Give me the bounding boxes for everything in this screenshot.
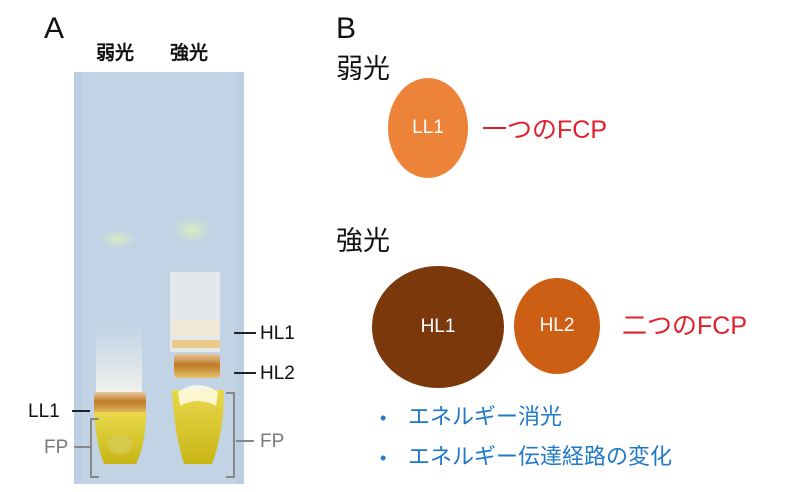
hl1-circle: HL1 [372, 266, 504, 388]
weak-fcp-text: 一つのFCP [482, 116, 608, 144]
gel-image [74, 72, 244, 484]
band-label-fp-right: FP [260, 431, 285, 452]
ll1-circle: LL1 [388, 78, 468, 178]
bracket-fp-left [90, 418, 99, 478]
bracket-fp-right [226, 392, 235, 478]
band-label-fp-left: FP [44, 437, 69, 458]
lane-label-weak: 弱光 [96, 43, 135, 64]
strong-fcp-text: 二つのFCP [622, 312, 748, 340]
strong-light-title: 強光 [336, 226, 390, 256]
panel-a-letter: A [44, 12, 65, 45]
hl2-circle: HL2 [514, 278, 600, 374]
band-label-ll1: LL1 [28, 401, 60, 422]
lane-label-strong: 強光 [170, 43, 209, 64]
ll1-circle-label: LL1 [412, 117, 444, 138]
tick-fp-left [74, 446, 90, 448]
tick-ll1 [72, 410, 90, 412]
bullet-text: エネルギー伝達経路の変化 [408, 444, 673, 469]
hl2-circle-label: HL2 [539, 315, 575, 336]
band-label-hl2: HL2 [260, 363, 295, 384]
tick-hl2 [234, 372, 256, 374]
bullet-item: • エネルギー伝達経路の変化 [380, 446, 672, 468]
bullet-text: エネルギー消光 [408, 404, 563, 429]
weak-light-title: 弱光 [336, 54, 390, 84]
bullet-icon: • [380, 408, 387, 428]
hl1-circle-label: HL1 [420, 316, 456, 337]
band-label-hl1: HL1 [260, 323, 295, 344]
panel-b-letter: B [336, 12, 357, 45]
tick-hl1 [234, 332, 256, 334]
tick-fp-right [236, 440, 254, 442]
bullet-item: • エネルギー消光 [380, 406, 562, 428]
bullet-icon: • [380, 448, 387, 468]
